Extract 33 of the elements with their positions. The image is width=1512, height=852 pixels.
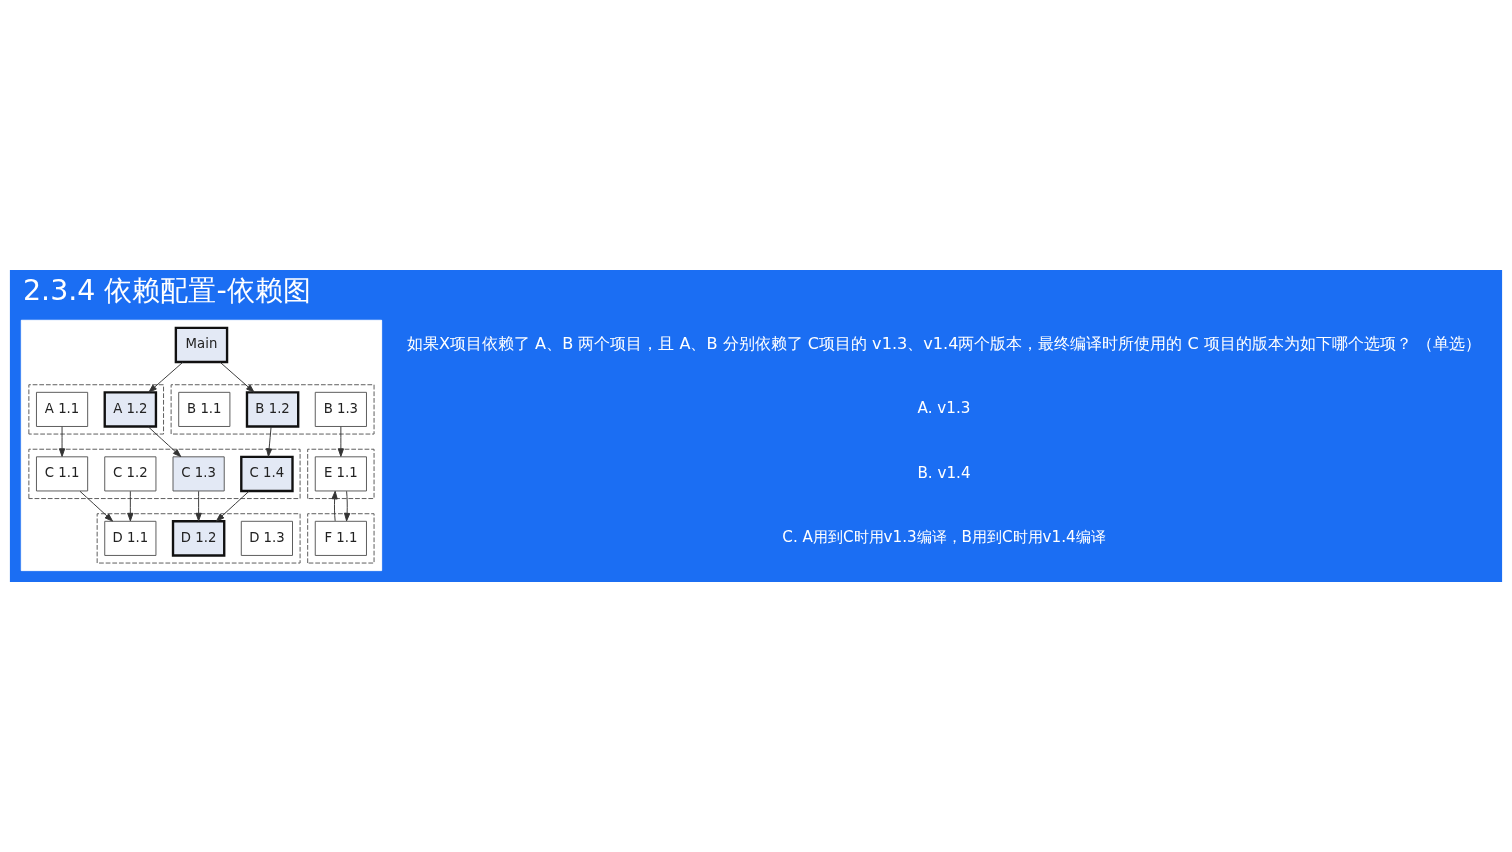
node-box: D 1.3 [240,520,293,556]
node-box: F 1.1 [314,520,367,556]
node-box: C 1.1 [36,456,89,492]
arrow [337,426,344,457]
label: A. v1.3 [917,399,971,418]
arrow [195,490,202,522]
node-box: B 1.1 [178,391,231,427]
node-box: B 1.2 [245,391,300,428]
node-box: C 1.3 [172,456,225,492]
arrow [215,490,250,522]
node-box: C 1.2 [104,456,157,492]
node-box: D 1.1 [104,520,157,556]
arrow [331,490,338,522]
arrow [79,490,113,522]
node-box: Main [174,326,229,364]
arrow [127,490,134,522]
node-box: E 1.1 [314,456,367,492]
arrow [265,426,273,457]
node-box: A 1.1 [36,391,89,427]
arrow [219,361,255,393]
arrow [147,426,182,458]
node-box: C 1.4 [240,455,294,493]
label: B. v1.4 [917,463,971,482]
label: 如果X项目依赖了 A、B 两个项目，且 A、B 分别依赖了 C项目的 v1.3、v1.4两个版本，最终编译时所使用的 C 项目的版本为如下哪个选项？ （单选） [406,333,1482,353]
node-box: D 1.2 [171,520,226,557]
node-box: B 1.3 [314,391,367,427]
diagram-title: 2.3.4 依赖配置-依赖图 [23,274,311,308]
node-box: A 1.2 [103,391,158,428]
cluster [20,319,383,572]
arrow [58,426,66,457]
arrow [344,490,351,522]
arrow [148,361,184,393]
label: C. A用到C时用v1.3编译，B用到C时用v1.4编译 [782,527,1106,546]
